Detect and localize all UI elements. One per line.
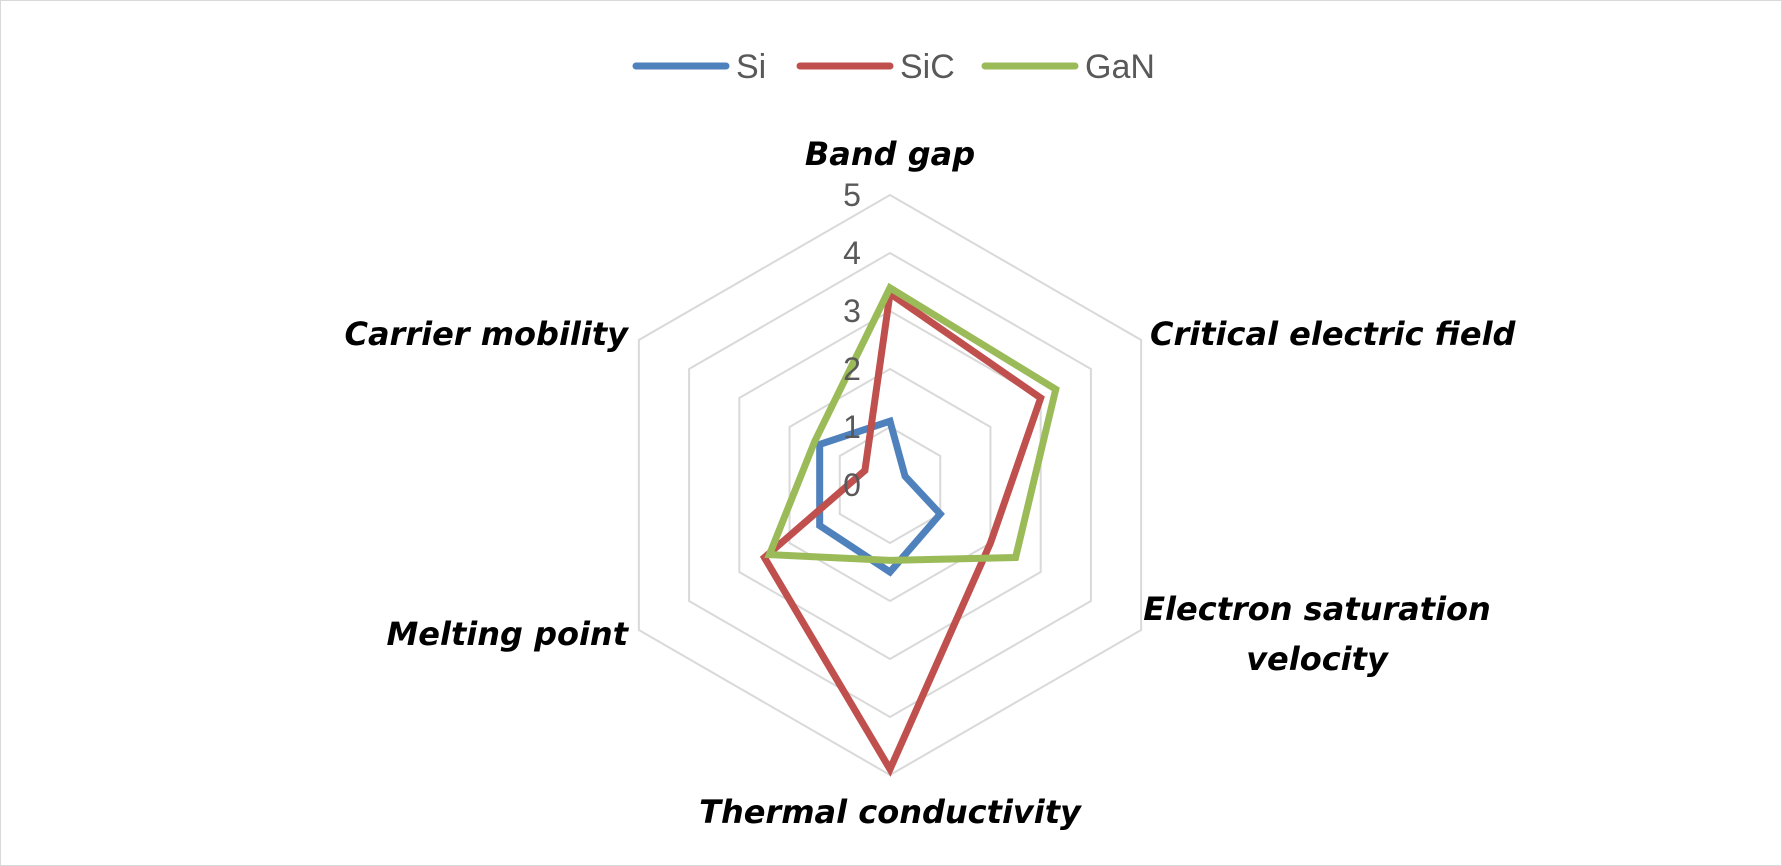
axis-label-melting-point: Melting point <box>386 615 629 653</box>
legend-item-si: Si <box>632 48 766 86</box>
data-point-sic-thermal-conductivity <box>889 768 891 770</box>
legend-item-sic: SiC <box>796 48 955 86</box>
legend-item-gan: GaN <box>981 48 1155 86</box>
data-point-gan-melting-point <box>768 554 770 556</box>
series-layer <box>759 282 1060 777</box>
axis-label-critical-electric-field: Critical electric field <box>1150 315 1517 353</box>
axis-label-thermal-conductivity: Thermal conductivity <box>699 793 1082 831</box>
tick-label-0: 0 <box>843 467 861 503</box>
data-point-gan-critical-electric-field <box>1055 388 1057 390</box>
grid-ring-4 <box>688 251 1092 719</box>
data-point-si-carrier-mobility <box>819 443 821 445</box>
tick-label-5: 5 <box>843 177 861 213</box>
data-point-sic-electron-saturation-velocity <box>989 542 991 544</box>
tick-label-3: 3 <box>843 293 861 329</box>
data-point-si-melting-point <box>819 525 821 527</box>
data-point-gan-band-gap <box>889 287 891 289</box>
series-line-sic <box>759 287 1045 777</box>
data-point-gan-carrier-mobility <box>814 441 816 442</box>
data-point-gan-electron-saturation-velocity <box>1015 557 1017 558</box>
data-point-sic-critical-electric-field <box>1040 397 1042 399</box>
legend-label-sic: SiC <box>900 48 955 86</box>
tick-label-1: 1 <box>843 409 861 445</box>
data-point-gan-thermal-conductivity <box>889 559 891 561</box>
legend: Si SiC GaN <box>632 48 1155 86</box>
grid-ring-5 <box>637 193 1143 777</box>
axis-label-band-gap: Band gap <box>805 135 975 173</box>
axis-label-electron-saturation-velocity-line-2: velocity <box>1246 640 1389 678</box>
axis-label-carrier-mobility: Carrier mobility <box>344 315 629 353</box>
series-gan <box>764 282 1060 564</box>
data-point-si-electron-saturation-velocity <box>939 513 941 515</box>
radial-tick-labels: 0 1 2 3 4 5 <box>843 177 861 503</box>
axis-label-electron-saturation-velocity-line-1: Electron saturation <box>1143 590 1491 628</box>
data-point-si-band-gap <box>889 420 891 422</box>
series-sic <box>759 287 1045 777</box>
legend-label-gan: GaN <box>1085 48 1155 86</box>
grid-ring-2 <box>788 367 992 603</box>
data-point-sic-carrier-mobility <box>864 470 866 471</box>
grid-ring-1 <box>838 425 942 545</box>
tick-label-4: 4 <box>843 235 861 271</box>
data-point-si-critical-electric-field <box>904 475 906 477</box>
data-point-si-thermal-conductivity <box>889 571 891 573</box>
radar-grid <box>637 193 1143 777</box>
series-si <box>816 416 945 577</box>
legend-label-si: Si <box>736 48 766 86</box>
tick-label-2: 2 <box>843 351 861 387</box>
